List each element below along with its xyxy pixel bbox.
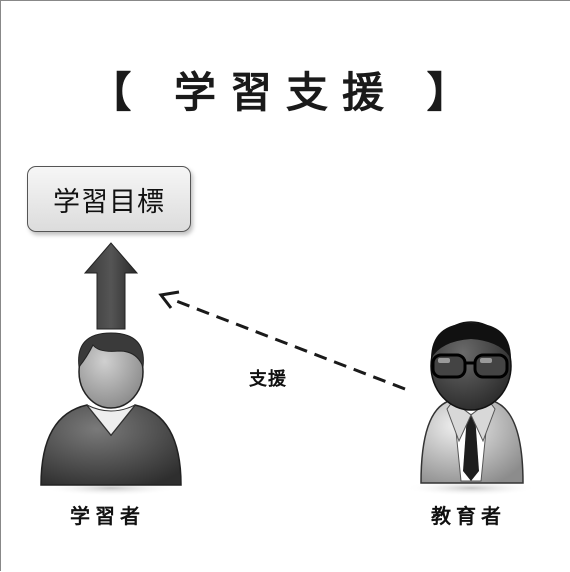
- educator-figure-icon: [405, 321, 537, 496]
- support-dashed-arrow: [158, 290, 406, 391]
- up-arrow-icon: [83, 242, 139, 330]
- learner-label: 学習者: [70, 504, 145, 528]
- diagram-title: 【 学習支援 】: [89, 68, 483, 117]
- learning-goal-label: 学習目標: [53, 186, 165, 218]
- learner-figure-icon: [40, 332, 182, 496]
- support-label: 支援: [249, 369, 287, 390]
- educator-label: 教育者: [431, 504, 506, 528]
- learning-goal-box: 学習目標: [27, 166, 191, 232]
